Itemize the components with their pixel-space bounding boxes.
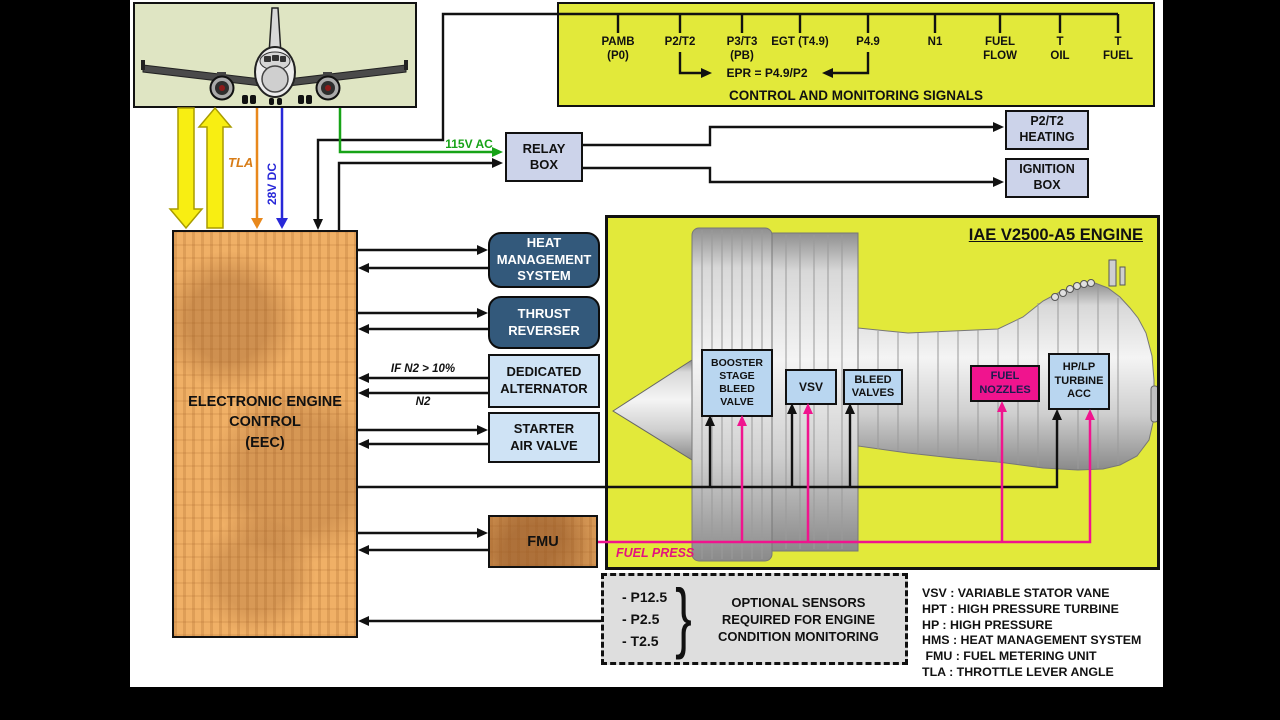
sensor-t25: - T2.5 [622,633,659,649]
starter-air-valve-box: STARTER AIR VALVE [488,412,600,463]
ac-115v-label: 115V AC [445,137,493,151]
dedicated-alternator-box: DEDICATED ALTERNATOR [488,354,600,408]
signal-n1: N1 [927,36,943,48]
aircraft-illustration [141,7,408,105]
turbine-bolts [1051,279,1095,301]
eec-box: ELECTRONIC ENGINE CONTROL (EEC) [172,230,358,638]
vsv-box: VSV [785,369,837,405]
legend-hp: HP : HIGH PRESSURE [922,617,1053,632]
legend-hpt: HPT : HIGH PRESSURE TURBINE [922,601,1119,616]
optional-sensors-note: OPTIONAL SENSORS REQUIRED FOR ENGINE CON… [718,594,879,644]
thrust-reverser-box: THRUST REVERSER [488,296,600,349]
dc-28v-label: 28V DC [265,162,279,206]
bleed-valves-box: BLEED VALVES [843,369,903,405]
engine-panel: IAE V2500-A5 ENGINE BOOSTER STAGE BLEED … [605,215,1160,570]
fuel-press-label: FUEL PRESS [616,546,695,560]
engine-title: IAE V2500-A5 ENGINE [968,226,1143,244]
signal-pamb: PAMB (P0) [601,36,635,62]
aircraft-panel [133,2,417,108]
heat-management-box: HEAT MANAGEMENT SYSTEM [488,232,600,288]
signal-egt: EGT (T4.9) [771,36,829,48]
ignition-box: IGNITION BOX [1005,158,1089,198]
fmu-box: FMU [488,515,598,568]
relay-box: RELAY BOX [505,132,583,182]
signal-t-fuel: T FUEL [1102,36,1134,62]
booster-stage-bleed-valve-box: BOOSTER STAGE BLEED VALVE [701,349,773,417]
p2t2-heating-box: P2/T2 HEATING [1005,110,1089,150]
eec-label: ELECTRONIC ENGINE CONTROL (EEC) [188,394,342,451]
signal-p2t2: P2/T2 [664,36,696,48]
optional-sensors-box: - P12.5 - P2.5 - T2.5 } OPTIONAL SENSORS… [601,573,908,665]
brace-glyph: } [675,573,692,661]
signals-panel-title: CONTROL AND MONITORING SIGNALS [728,88,983,103]
signal-p3t3: P3/T3 (PB) [726,36,758,62]
n2-annotation: N2 [415,396,431,408]
legend-fmu: FMU : FUEL METERING UNIT [922,649,1097,664]
legend-vsv: VSV : VARIABLE STATOR VANE [922,586,1110,600]
legend-hms: HMS : HEAT MANAGEMENT SYSTEM [922,633,1142,648]
signal-t-oil: T OIL [1050,36,1070,62]
fuel-nozzles-box: FUEL NOZZLES [970,365,1040,402]
sensor-p125: - P12.5 [622,589,668,605]
legend-tla: TLA : THROTTLE LEVER ANGLE [922,664,1114,679]
hplp-turbine-acc-box: HP/LP TURBINE ACC [1048,353,1110,410]
signal-fuel-flow: FUEL FLOW [983,36,1017,62]
sensor-p25: - P2.5 [622,611,660,627]
signal-p49: P4.9 [856,36,880,48]
if-n2-annotation: IF N2 > 10% [390,363,456,375]
legend: VSV : VARIABLE STATOR VANE HPT : HIGH PR… [922,586,1156,681]
tla-label: TLA [228,155,254,170]
epr-formula: EPR = P4.9/P2 [726,66,808,80]
